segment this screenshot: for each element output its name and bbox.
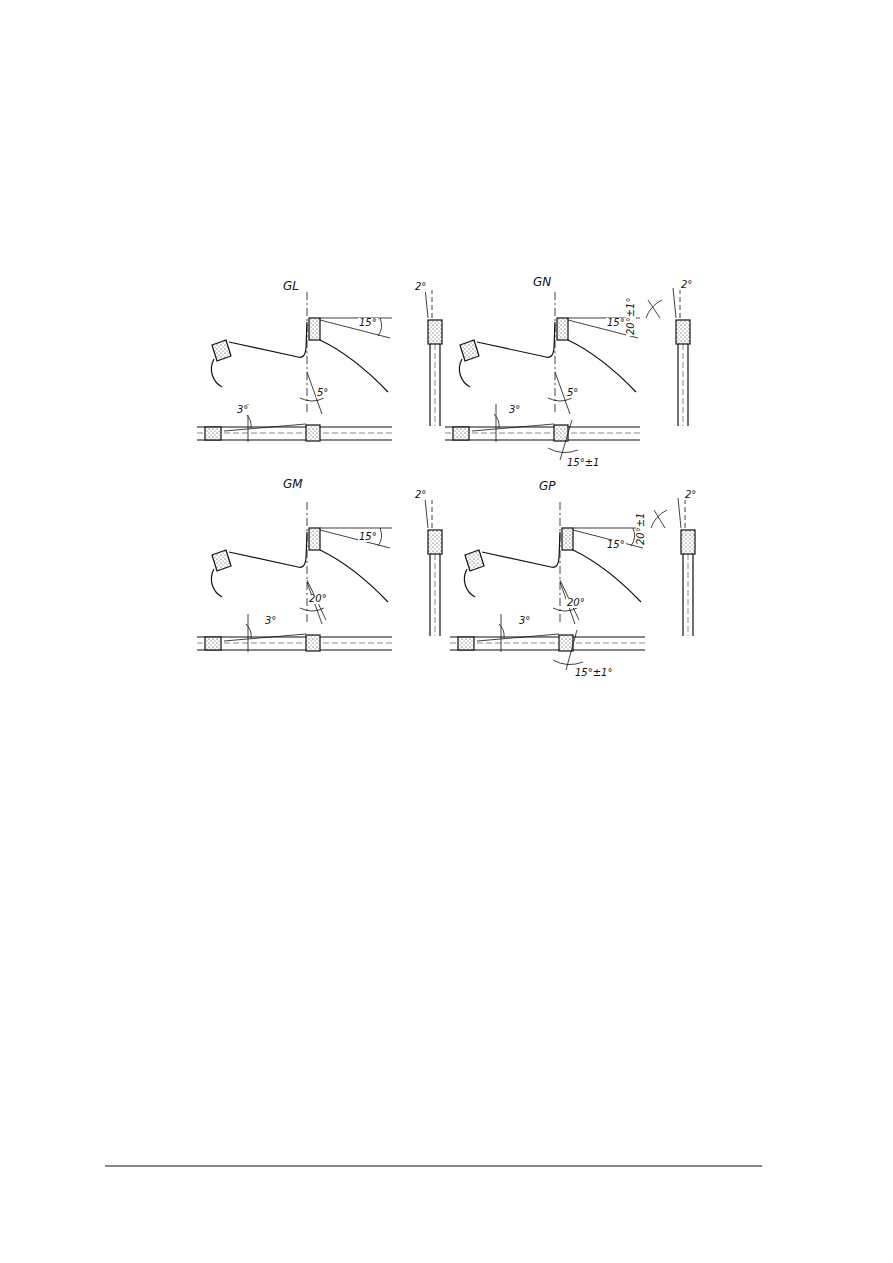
- angle-label: 3°: [264, 616, 277, 626]
- tooth-gn: [445, 288, 690, 442]
- angle-label: 2°: [414, 490, 427, 500]
- chamfer-details: [307, 300, 667, 670]
- angle-label: 15°±1: [566, 458, 600, 468]
- angle-label: 20°±1: [636, 512, 646, 546]
- tooth-gm: [197, 498, 442, 652]
- tooth-type-label: GM: [282, 478, 304, 490]
- tooth-type-label: GP: [538, 480, 557, 492]
- angle-label: 3°: [508, 405, 521, 415]
- tooth-gp: [450, 498, 695, 652]
- angle-label: 15°: [606, 318, 626, 328]
- angle-label: 2°: [684, 490, 697, 500]
- angle-label: 15°: [358, 318, 378, 328]
- angle-label: 20°: [566, 598, 586, 608]
- angle-label: 15°: [358, 532, 378, 542]
- angle-label: 20°±1°: [626, 297, 636, 336]
- angle-label: 5°: [566, 388, 579, 398]
- tooth-gl: [197, 288, 442, 442]
- tooth-type-label: GL: [282, 280, 300, 292]
- angle-label: 5°: [316, 388, 329, 398]
- angle-label: 15°: [606, 540, 626, 550]
- footer-rule: [105, 1166, 762, 1167]
- angle-label: 3°: [236, 405, 249, 415]
- angle-label: 15°±1°: [574, 668, 613, 678]
- angle-label: 2°: [414, 282, 427, 292]
- tooth-type-label: GN: [532, 276, 552, 288]
- angle-label: 3°: [518, 616, 531, 626]
- angle-label: 2°: [680, 280, 693, 290]
- angle-label: 20°: [308, 594, 328, 604]
